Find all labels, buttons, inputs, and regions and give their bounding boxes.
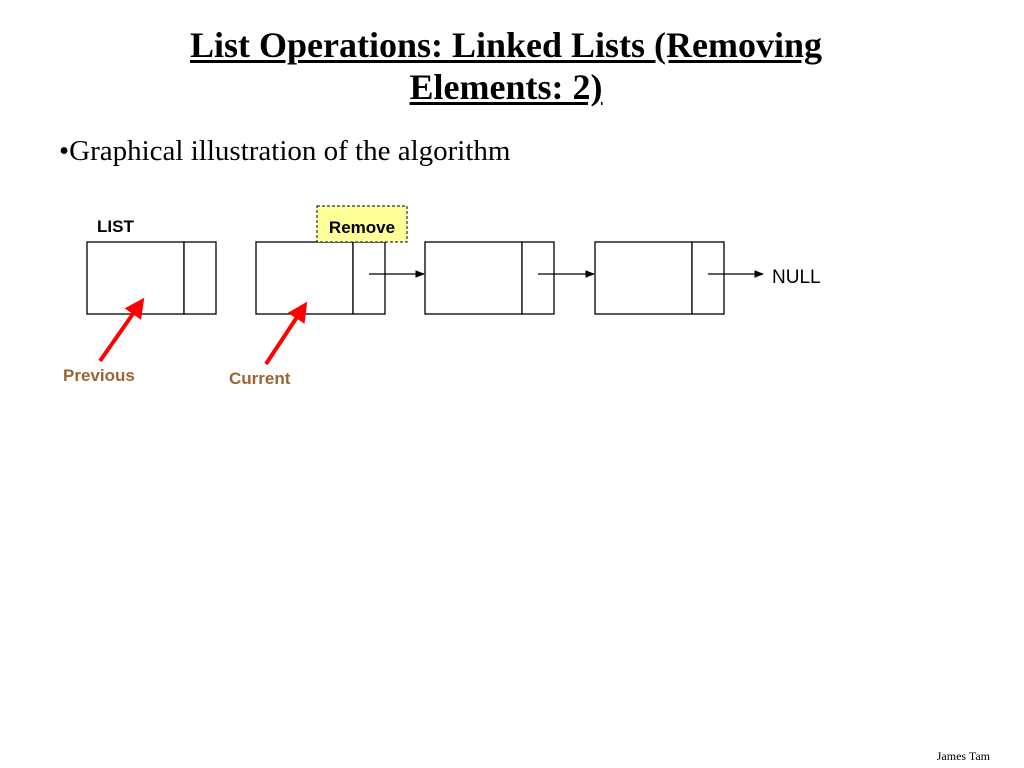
remove-label: Remove	[329, 218, 395, 237]
bullet-point: •Graphical illustration of the algorithm	[59, 135, 511, 167]
current-pointer-arrow	[264, 301, 308, 366]
list-node-1	[86, 241, 217, 315]
node-3-next-box	[521, 241, 555, 315]
list-head-label: LIST	[97, 217, 134, 236]
remove-callout: Remove	[316, 205, 408, 243]
slide-title: List Operations: Linked Lists (Removing …	[0, 24, 1012, 108]
current-label: Current	[229, 369, 291, 388]
previous-pointer-arrow	[98, 297, 145, 363]
previous-label: Previous	[63, 366, 135, 385]
slide-title-line-1: List Operations: Linked Lists (Removing	[189, 25, 823, 65]
remove-label-box	[316, 205, 408, 243]
node-4-next-box	[691, 241, 725, 315]
footer-author: James Tam	[936, 749, 990, 763]
null-label: NULL	[772, 267, 821, 288]
node-2-next-box	[352, 241, 386, 315]
list-node-4	[594, 241, 725, 315]
node-1-next-box	[183, 241, 217, 315]
node-4-data-box	[594, 241, 693, 315]
node-3-data-box	[424, 241, 523, 315]
node-1-data-box	[86, 241, 185, 315]
slide-title-line-2: Elements: 2)	[409, 67, 603, 107]
list-node-3	[424, 241, 555, 315]
list-node-2	[255, 241, 386, 315]
node-2-data-box	[255, 241, 354, 315]
